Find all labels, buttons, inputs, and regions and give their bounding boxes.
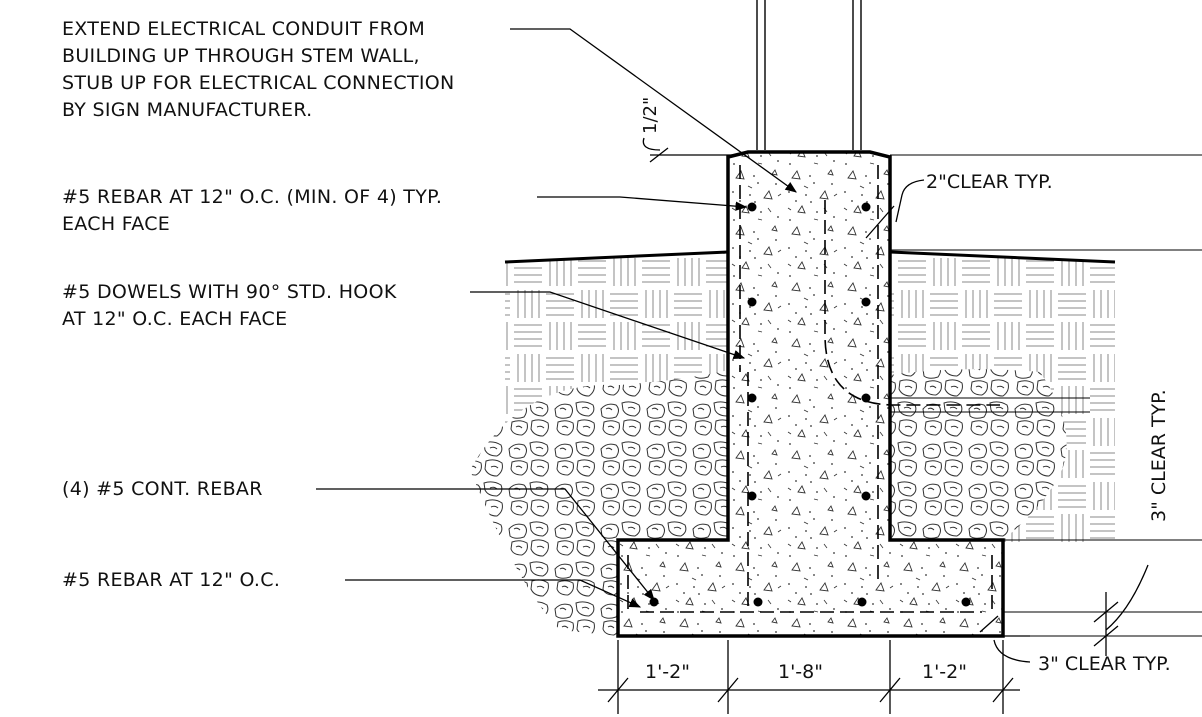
clear-2in-label: 2"CLEAR TYP. (926, 171, 1053, 193)
half-inch-dimension (642, 137, 735, 163)
clear-3in-vertical-label: 3" CLEAR TYP. (1148, 389, 1170, 522)
rebar-lines (627, 165, 1000, 613)
sign-post (756, 0, 862, 150)
rebar-footing-note: #5 REBAR AT 12" O.C. (62, 567, 280, 594)
conduit-note-line-2: BUILDING UP THROUGH STEM WALL, (62, 45, 420, 67)
clear-2in-tick (865, 205, 895, 239)
conduit-note: EXTEND ELECTRICAL CONDUIT FROM BUILDING … (62, 16, 455, 124)
gravel-fill (470, 370, 728, 636)
rebar-dots (649, 202, 971, 607)
clear-3in-vertical-dimension (1093, 564, 1149, 656)
clear-3in-bottom-dimension (968, 615, 1031, 663)
right-width-label: 1'-2" (922, 661, 967, 683)
clear-2in-leader (895, 179, 925, 223)
rebar-wall-note-line-2: EACH FACE (62, 213, 171, 235)
conduit-note-line-4: BY SIGN MANUFACTURER. (62, 99, 313, 121)
leader-lines (316, 28, 797, 608)
dowels-note-line-1: #5 DOWELS WITH 90° STD. HOOK (62, 281, 397, 303)
rebar-wall-note-line-1: #5 REBAR AT 12" O.C. (MIN. OF 4) TYP. (62, 186, 443, 208)
width-dimension-lines (598, 640, 1020, 714)
rebar-wall-note: #5 REBAR AT 12" O.C. (MIN. OF 4) TYP. EA… (62, 184, 442, 238)
center-width-label: 1'-8" (778, 661, 823, 683)
clear-3in-bottom-label: 3" CLEAR TYP. (1038, 653, 1171, 675)
conduit-note-line-3: STUB UP FOR ELECTRICAL CONNECTION (62, 72, 455, 94)
left-width-label: 1'-2" (645, 661, 690, 683)
grade-line (504, 250, 1116, 264)
dowels-note: #5 DOWELS WITH 90° STD. HOOK AT 12" O.C.… (62, 279, 397, 333)
dowels-note-line-2: AT 12" O.C. EACH FACE (62, 308, 288, 330)
half-inch-label: 1/2" (640, 97, 661, 134)
rebar-footing-note-line: #5 REBAR AT 12" O.C. (62, 569, 281, 591)
cont-rebar-note-line: (4) #5 CONT. REBAR (62, 478, 263, 500)
cont-rebar-note: (4) #5 CONT. REBAR (62, 476, 263, 503)
conduit-note-line-1: EXTEND ELECTRICAL CONDUIT FROM (62, 18, 426, 40)
conduit-stub-lines (890, 154, 1202, 637)
